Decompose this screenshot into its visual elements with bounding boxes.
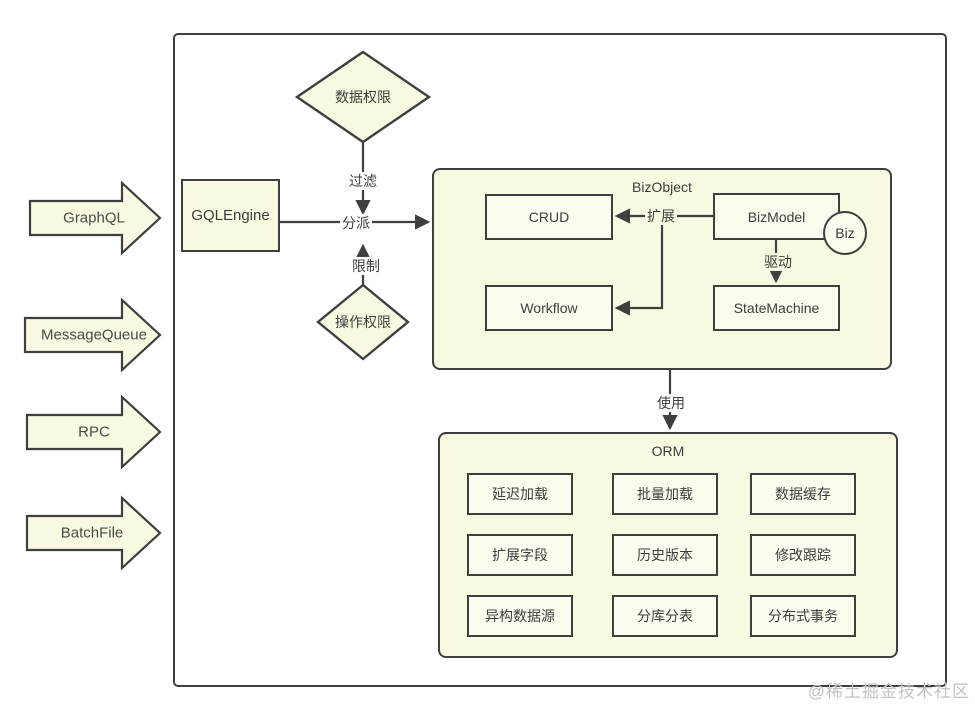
statemachine-box: StateMachine xyxy=(713,285,840,331)
orm-feature-lazy-load: 延迟加载 xyxy=(467,473,573,515)
orm-feature-change-tracking: 修改跟踪 xyxy=(750,534,856,576)
orm-title: ORM xyxy=(651,443,685,459)
orm-feature-sharding: 分库分表 xyxy=(612,595,718,637)
watermark-text: @稀土掘金技术社区 xyxy=(807,682,970,701)
operation-permission-label: 操作权限 xyxy=(335,314,391,330)
edge-extend-label: 扩展 xyxy=(645,206,677,226)
orm-feature-batch-load: 批量加载 xyxy=(612,473,718,515)
system-boundary-rect xyxy=(173,33,947,687)
orm-feature-extended-fields: 扩展字段 xyxy=(467,534,573,576)
orm-feature-hetero-datasource: 异构数据源 xyxy=(467,595,573,637)
gqlengine-box: GQLEngine xyxy=(181,179,280,252)
edge-restrict-label: 限制 xyxy=(350,256,382,276)
orm-feature-history-versions: 历史版本 xyxy=(612,534,718,576)
input-arrow-graphql-label: GraphQL xyxy=(63,209,125,227)
crud-box: CRUD xyxy=(485,194,613,240)
edge-filter-label: 过滤 xyxy=(347,171,379,191)
data-permission-label: 数据权限 xyxy=(335,89,391,105)
bizobject-title: BizObject xyxy=(632,179,692,195)
input-arrow-messagequeue-label: MessageQueue xyxy=(41,326,147,344)
edge-drive-label: 驱动 xyxy=(762,252,794,272)
input-arrow-rpc-label: RPC xyxy=(78,423,110,441)
edge-use-label: 使用 xyxy=(655,393,687,413)
workflow-box: Workflow xyxy=(485,285,613,331)
bizmodel-box: BizModel xyxy=(713,193,840,240)
orm-feature-data-cache: 数据缓存 xyxy=(750,473,856,515)
edge-dispatch-label: 分派 xyxy=(340,213,372,233)
input-arrow-batchfile-label: BatchFile xyxy=(60,524,124,542)
biz-circle-badge: Biz xyxy=(823,211,867,255)
orm-feature-distributed-tx: 分布式事务 xyxy=(750,595,856,637)
